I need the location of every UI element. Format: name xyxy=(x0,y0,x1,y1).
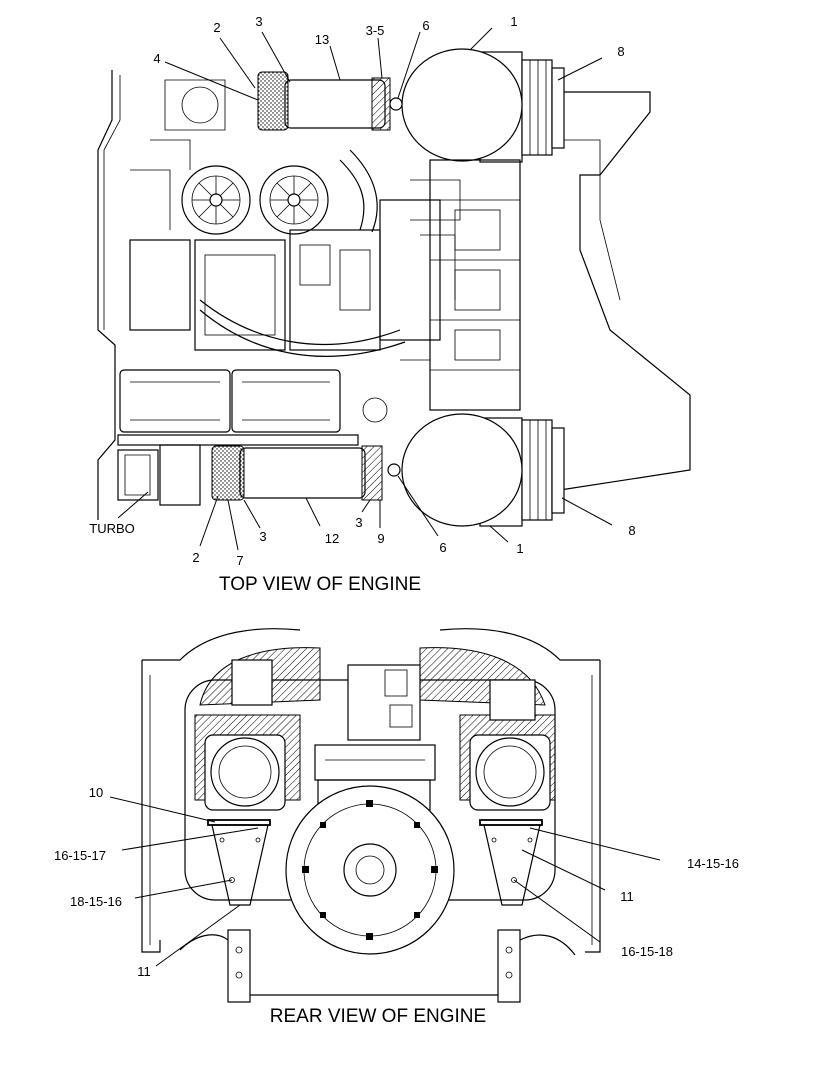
rear-port-right xyxy=(469,734,551,811)
callout-4: 4 xyxy=(153,51,160,66)
callout-16-15-18: 16-15-18 xyxy=(621,944,673,959)
callout-11-left: 11 xyxy=(137,964,151,979)
callout-9: 9 xyxy=(377,531,384,546)
intake-tube-lower xyxy=(211,445,401,501)
air-cleaner-upper xyxy=(401,48,565,163)
top-view-drawing: 1 2 3 4 13 3-5 6 8 TURBO 2 7 3 1 xyxy=(89,14,691,595)
turbocharger-right xyxy=(259,165,329,235)
callout-16-15-17: 16-15-17 xyxy=(54,848,106,863)
callout-3-bottom-left: 3 xyxy=(259,529,266,544)
callout-13: 13 xyxy=(315,32,329,47)
callout-10: 10 xyxy=(89,785,103,800)
top-view-caption: TOP VIEW OF ENGINE xyxy=(219,574,421,595)
rear-callouts: 10 16-15-17 18-15-16 11 14-15-16 11 16-1… xyxy=(54,785,739,979)
callout-7: 7 xyxy=(236,553,243,568)
callout-2-top: 2 xyxy=(213,20,220,35)
callout-8-top: 8 xyxy=(617,44,624,59)
top-callouts: 1 2 3 4 13 3-5 6 8 TURBO 2 7 3 1 xyxy=(89,14,635,568)
callout-2-bottom: 2 xyxy=(192,550,199,565)
callout-14-15-16: 14-15-16 xyxy=(687,856,739,871)
callout-3-bottom-right: 3 xyxy=(355,515,362,530)
callout-3-5: 3-5 xyxy=(366,23,385,38)
mounting-bracket-left xyxy=(179,819,271,1003)
aftercooler-row xyxy=(117,369,359,506)
callout-12: 12 xyxy=(325,531,339,546)
mounting-bracket-right xyxy=(479,819,576,1003)
callout-turbo: TURBO xyxy=(89,521,135,536)
callout-8-bottom: 8 xyxy=(628,523,635,538)
engine-body-top xyxy=(129,79,521,423)
intake-tube-upper xyxy=(257,71,403,131)
rear-port-left xyxy=(204,734,286,811)
callout-11-right: 11 xyxy=(620,889,634,904)
callout-3-top: 3 xyxy=(255,14,262,29)
callout-6-bottom: 6 xyxy=(439,540,446,555)
callout-6-top: 6 xyxy=(422,18,429,33)
rear-view-caption: REAR VIEW OF ENGINE xyxy=(270,1006,486,1027)
turbocharger-left xyxy=(181,165,251,235)
flywheel xyxy=(285,785,455,955)
callout-1-bottom: 1 xyxy=(516,541,523,556)
callout-18-15-16: 18-15-16 xyxy=(70,894,122,909)
air-cleaner-lower xyxy=(401,413,565,527)
callout-1-top: 1 xyxy=(510,14,517,29)
rear-view-drawing: 10 16-15-17 18-15-16 11 14-15-16 11 16-1… xyxy=(54,628,739,1027)
